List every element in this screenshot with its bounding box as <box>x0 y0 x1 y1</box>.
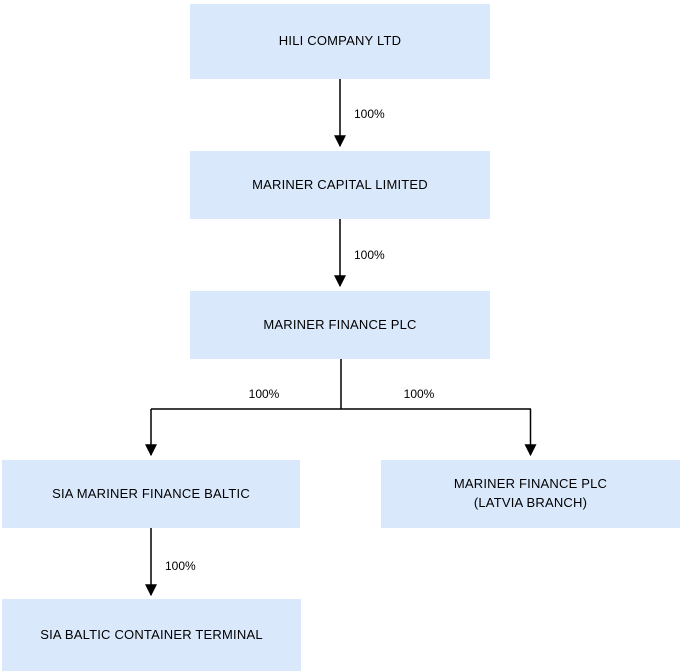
node-sia-mariner-finance-baltic: SIA MARINER FINANCE BALTIC <box>2 460 300 528</box>
edge-label-mariner-capital-ownership: 100% <box>354 248 385 262</box>
node-mariner-finance-plc-latvia-branch: MARINER FINANCE PLC (LATVIA BRANCH) <box>381 460 680 528</box>
node-mariner-capital-limited: MARINER CAPITAL LIMITED <box>190 151 490 219</box>
node-sia-baltic-container-terminal: SIA BALTIC CONTAINER TERMINAL <box>2 599 301 671</box>
edge-label-hili-ownership: 100% <box>354 107 385 121</box>
edge-branch-trunk <box>151 359 531 410</box>
node-hili-company-ltd: HILI COMPANY LTD <box>190 4 490 79</box>
node-mariner-finance-plc: MARINER FINANCE PLC <box>190 291 490 359</box>
edge-label-sia-baltic-ownership: 100% <box>248 387 280 401</box>
edge-label-latvia-branch-ownership: 100% <box>403 387 435 401</box>
edge-label-container-terminal-ownership: 100% <box>165 559 196 573</box>
